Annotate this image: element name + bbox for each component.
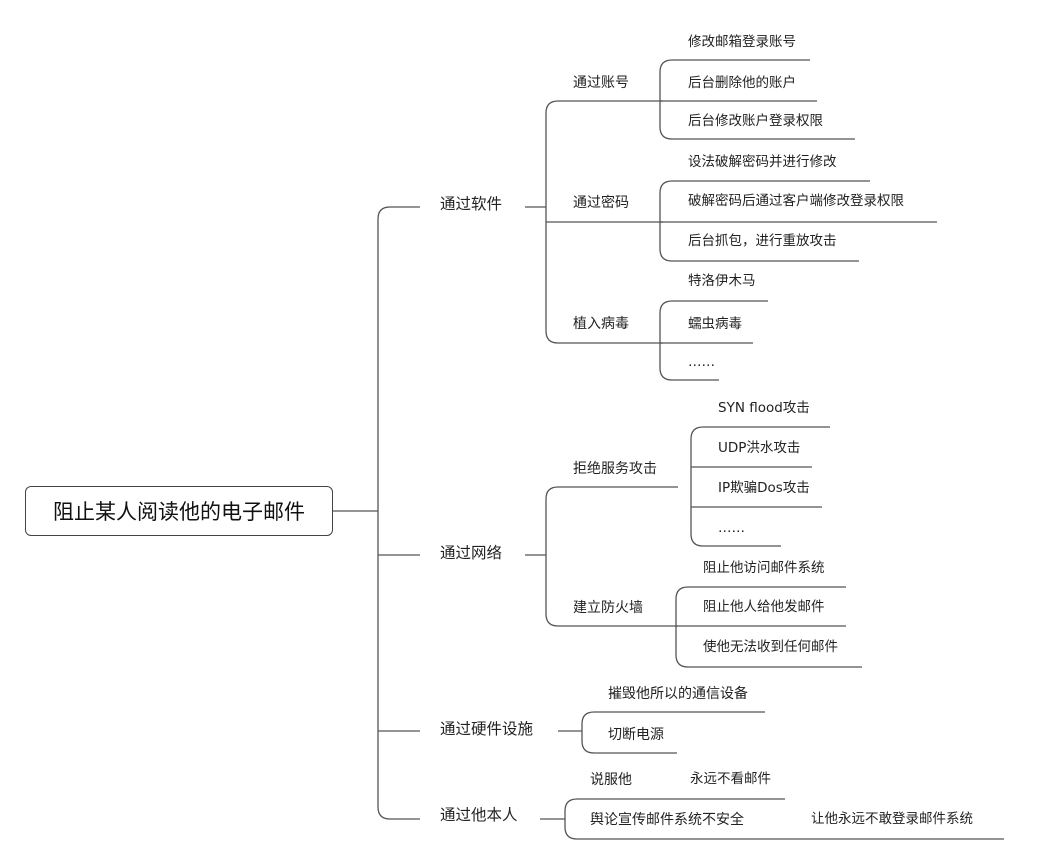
- branch-network[interactable]: 通过网络: [440, 544, 503, 562]
- leaf-firewall-3[interactable]: 使他无法收到任何邮件: [703, 639, 838, 655]
- leaf-account-2[interactable]: 后台删除他的账户: [688, 75, 796, 91]
- leaf-persuade-1[interactable]: 永远不看邮件: [690, 771, 771, 787]
- branch-software[interactable]: 通过软件: [440, 195, 503, 213]
- branch-hardware[interactable]: 通过硬件设施: [440, 720, 534, 738]
- leaf-propaganda-1[interactable]: 让他永远不敢登录邮件系统: [811, 811, 973, 827]
- subtopic-persuade[interactable]: 说服他: [590, 772, 632, 788]
- leaf-dos-2[interactable]: UDP洪水攻击: [718, 440, 801, 456]
- leaf-dos-1[interactable]: SYN flood攻击: [718, 400, 810, 416]
- subtopic-destroy-devices[interactable]: 摧毁他所以的通信设备: [608, 686, 748, 702]
- leaf-dos-4[interactable]: ……: [718, 520, 745, 536]
- leaf-password-2[interactable]: 破解密码后通过客户端修改登录权限: [688, 193, 904, 209]
- subtopic-virus[interactable]: 植入病毒: [573, 316, 629, 332]
- subtopic-propaganda[interactable]: 舆论宣传邮件系统不安全: [590, 812, 744, 828]
- subtopic-password[interactable]: 通过密码: [573, 195, 629, 211]
- subtopic-firewall[interactable]: 建立防火墙: [573, 600, 643, 616]
- leaf-account-1[interactable]: 修改邮箱登录账号: [688, 34, 796, 50]
- root-topic[interactable]: 阻止某人阅读他的电子邮件: [25, 486, 333, 536]
- branch-person[interactable]: 通过他本人: [440, 806, 518, 824]
- subtopic-dos[interactable]: 拒绝服务攻击: [573, 461, 657, 477]
- leaf-password-1[interactable]: 设法破解密码并进行修改: [688, 154, 837, 170]
- leaf-firewall-2[interactable]: 阻止他人给他发邮件: [703, 599, 825, 615]
- leaf-virus-1[interactable]: 特洛伊木马: [688, 273, 756, 289]
- subtopic-cut-power[interactable]: 切断电源: [608, 727, 664, 743]
- leaf-password-3[interactable]: 后台抓包，进行重放攻击: [688, 233, 837, 249]
- leaf-virus-2[interactable]: 蠕虫病毒: [688, 316, 742, 332]
- leaf-virus-3[interactable]: ……: [688, 354, 715, 370]
- subtopic-account[interactable]: 通过账号: [573, 75, 629, 91]
- leaf-dos-3[interactable]: IP欺骗Dos攻击: [718, 480, 810, 496]
- leaf-account-3[interactable]: 后台修改账户登录权限: [688, 113, 823, 129]
- leaf-firewall-1[interactable]: 阻止他访问邮件系统: [703, 560, 825, 576]
